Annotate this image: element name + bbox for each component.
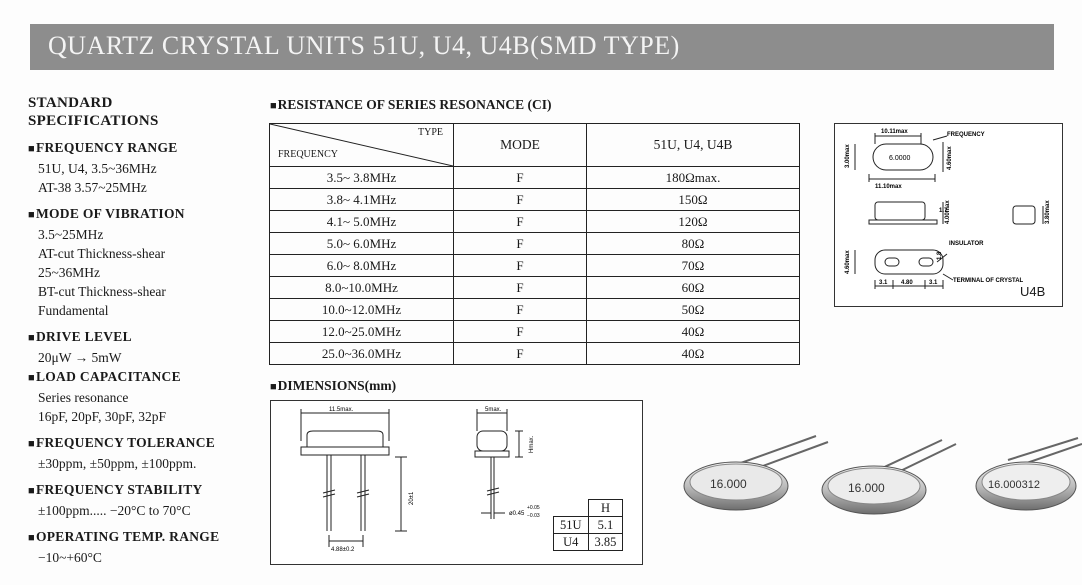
mode-cell: F [453,188,587,211]
dim-hmax-label: Hmax. [529,435,535,453]
dim-tol-minus-label: −0.03 [527,513,540,519]
dim-pitch-label: 4.88±0.2 [331,547,355,553]
mode-cell: F [453,232,587,255]
spec-frequency-range: FREQUENCY RANGE 51U, U4, 3.5~36MHz AT-38… [28,138,258,197]
table-row: U4 3.85 [553,533,624,551]
spec-drive-level: DRIVE LEVEL 20μW → 5mW [28,327,258,367]
frequency-cell: 5.0~ 6.0MHz [269,232,454,255]
crystal-photo-svg: 16.000 16.000 16.000312 [683,435,1082,515]
spec-frequency-stability: FREQUENCY STABILITY ±100ppm..... −20°C t… [28,480,258,520]
frequency-cell: 12.0~25.0MHz [269,320,454,343]
u4b-label: U4B [1020,284,1046,299]
frequency-cell: 3.8~ 4.1MHz [269,188,454,211]
dim-width-label: 11.5max. [329,407,354,413]
u4b-dim-small: 3.80max [1045,200,1051,224]
u4b-dim-base-right: 3.1 [929,280,938,286]
mode-header: MODE [453,123,587,167]
u4b-dim-pad2: 1.8 [937,251,943,260]
u4b-dim-top: 10.11max [881,129,908,135]
u4b-freq-tag: FREQUENCY [947,132,985,138]
resistance-cell: 120Ω [586,210,800,233]
crystal-1-marking: 16.000 [710,477,747,491]
frequency-cell: 3.5~ 3.8MHz [269,166,454,189]
dim-tol-plus-label: +0.05 [527,505,540,511]
u4b-dim-base-mid: 4.80 [901,280,913,286]
table-row: 51U 5.1 [553,516,624,534]
u4b-dim-bottom: 11.10max [875,184,902,190]
u4b-dim-base-left: 3.1 [879,280,888,286]
mode-cell: F [453,342,587,365]
u4b-dim-base-h: 4.60max [845,250,851,274]
page-title: QUARTZ CRYSTAL UNITS 51U, U4, U4B(SMD TY… [48,31,680,60]
dimensions-outline-svg: 11.5max. 5max. Hmax. 20±1 4.88±0.2 ø0.45… [300,407,540,553]
dim-thick-label: 5max. [485,407,502,413]
u4b-outline-svg: 10.11max FREQUENCY 6.0000 11.10max 3.00m… [845,129,1051,289]
frequency-cell: 10.0~12.0MHz [269,298,454,321]
dim-lead-length-label: 20±1 [409,491,415,505]
height-header: H [587,499,624,517]
resistance-cell: 150Ω [586,188,800,211]
frequency-cell: 8.0~10.0MHz [269,276,454,299]
model-header: 51U, U4, U4B [586,123,800,167]
mode-cell: F [453,254,587,277]
u4b-dim-left: 3.00max [845,144,851,168]
crystal-3: 16.000312 [975,461,1077,511]
type-header: TYPE [418,127,443,138]
title-banner: QUARTZ CRYSTAL UNITS 51U, U4, U4B(SMD TY… [30,24,1054,70]
frequency-cell: 6.0~ 8.0MHz [269,254,454,277]
resistance-cell: 50Ω [586,298,800,321]
resistance-section-title: RESISTANCE OF SERIES RESONANCE (CI) [270,97,552,113]
mode-cell: F [453,166,587,189]
spec-operating-temp: OPERATING TEMP. RANGE −10~+60°C [28,527,258,567]
u4b-drawing: 10.11max FREQUENCY 6.0000 11.10max 3.00m… [834,123,1063,307]
mode-cell: F [453,298,587,321]
mode-cell: F [453,320,587,343]
resistance-cell: 40Ω [586,342,800,365]
resistance-cell: 60Ω [586,276,800,299]
spec-mode-of-vibration: MODE OF VIBRATION 3.5~25MHz AT-cut Thick… [28,204,258,320]
mode-cell: F [453,210,587,233]
u4b-insulator-label: INSULATOR [949,241,984,247]
frequency-cell: 4.1~ 5.0MHz [269,210,454,233]
table-header-row: TYPE FREQUENCY MODE 51U, U4, U4B [269,123,800,167]
standard-specifications: STANDARD SPECIFICATIONS FREQUENCY RANGE … [28,94,258,574]
crystal-photo: 16.000 16.000 16.000312 [678,430,1082,580]
u4b-terminal-label: TERMINAL OF CRYSTAL [953,278,1024,284]
crystal-2: 16.000 [821,465,927,515]
resistance-table: TYPE FREQUENCY MODE 51U, U4, U4B 3.5~ 3.… [269,123,800,365]
dim-lead-dia-label: ø0.45 [509,511,525,517]
u4b-marking: 6.0000 [889,155,911,162]
crystal-1: 16.000 [683,461,789,511]
frequency-cell: 25.0~36.0MHz [269,342,454,365]
resistance-cell: 180Ωmax. [586,166,800,189]
resistance-cell: 80Ω [586,232,800,255]
diagonal-divider [270,124,453,166]
crystal-2-marking: 16.000 [848,481,885,495]
mode-cell: F [453,276,587,299]
resistance-cell: 70Ω [586,254,800,277]
dimensions-section-title: DIMENSIONS(mm) [270,378,397,394]
type-frequency-header-cell: TYPE FREQUENCY [269,123,454,167]
u4b-dim-right: 4.60max [947,146,953,170]
crystal-3-marking: 16.000312 [988,479,1040,491]
u4b-dim-side: 4.00max [945,200,951,224]
u4b-dim-pad: 1.7 [939,208,948,214]
spec-frequency-tolerance: FREQUENCY TOLERANCE ±30ppm, ±50ppm, ±100… [28,433,258,473]
frequency-header: FREQUENCY [278,149,339,160]
height-table: H 51U 5.1 U4 3.85 [553,499,624,551]
specs-heading: STANDARD SPECIFICATIONS [28,95,159,129]
spec-load-capacitance: LOAD CAPACITANCE Series resonance 16pF, … [28,367,258,426]
resistance-cell: 40Ω [586,320,800,343]
